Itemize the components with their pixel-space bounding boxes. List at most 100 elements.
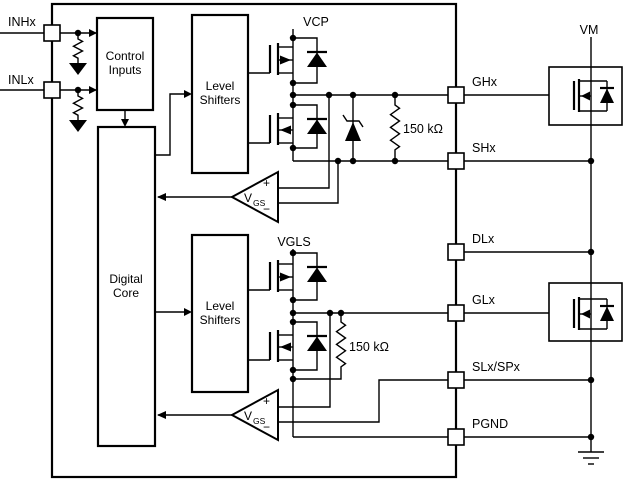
hs-vgs-comparator: [229, 170, 279, 224]
digital-core-label2: Core: [113, 286, 139, 300]
control-inputs-label1: Control: [106, 49, 145, 63]
junction-dot: [587, 248, 595, 256]
junction-dot: [289, 34, 297, 42]
inhx-label: INHx: [8, 15, 37, 29]
junction-dot: [391, 91, 399, 99]
level-shifters-high-block: Level Shifters: [190, 13, 250, 175]
ls-comparator-label: V: [244, 409, 252, 423]
core-to-ls-low-arrowhead: [184, 308, 192, 316]
junction-dot: [334, 157, 342, 165]
hs-zener-diode-icon: [345, 122, 361, 141]
junction-dot: [391, 157, 399, 165]
level-shifters-low-label2: Shifters: [200, 313, 241, 327]
ext-ls-fet-arrow-icon: [581, 309, 590, 319]
hs-resistor-value: 150 kΩ: [403, 122, 443, 136]
pin-dlx: [447, 243, 465, 261]
control-to-core-arrowhead: [121, 119, 129, 127]
slx-trace: [278, 379, 448, 423]
control-inputs-rect: [95, 16, 155, 112]
ls-vgs-comparator: [229, 388, 279, 442]
ext-hs-body-diode-icon: [600, 88, 614, 103]
junction-dot: [587, 157, 595, 165]
pin-inlx: [43, 81, 61, 99]
pin-inhx: [43, 24, 61, 42]
hs-zener-cathode-bar: [342, 114, 364, 128]
control-inputs-label2: Inputs: [109, 63, 142, 77]
junction-dot: [587, 376, 595, 384]
external-mosfet-ls: [572, 297, 614, 330]
level-shifters-high-label1: Level: [206, 79, 235, 93]
glx-label: GLx: [472, 293, 496, 307]
junction-dot: [74, 86, 82, 94]
vgls-label: VGLS: [277, 235, 310, 249]
junction-dot: [349, 91, 357, 99]
ls-resistor-value: 150 kΩ: [349, 340, 389, 354]
ls-comparator-output-arrowhead: [157, 411, 166, 419]
hs-comparator-label: V: [244, 191, 252, 205]
hs-comparator-output-arrowhead: [157, 193, 166, 201]
vcp-label: VCP: [303, 15, 329, 29]
junction-dot: [74, 29, 82, 37]
hs-top-fet-arrow-icon: [280, 55, 291, 65]
junction-dot: [289, 309, 297, 317]
level-shifters-low-label1: Level: [206, 299, 235, 313]
junction-dot: [349, 157, 357, 165]
inlx-ground-arrow-icon: [69, 120, 87, 132]
hs-gate-source-resistor: [389, 95, 401, 161]
inlx-label: INLx: [8, 73, 34, 87]
junction-dot: [289, 91, 297, 99]
earth-ground-icon: [578, 451, 604, 465]
pin-shx: [447, 152, 465, 170]
hs-comparator-plus-sign: +: [263, 176, 270, 190]
pin-slx: [447, 371, 465, 389]
ls-top-body-diode-icon: [307, 267, 327, 282]
pgnd-label: PGND: [472, 417, 508, 431]
junction-dot: [289, 296, 297, 304]
ls-bottom-body-diode-icon: [307, 336, 327, 351]
dlx-label: DLx: [472, 232, 495, 246]
hs-comparator-minus-sign: −: [263, 202, 270, 216]
ls-top-fet-arrow-icon: [280, 272, 291, 282]
junction-dot: [289, 79, 297, 87]
level-shifters-low-block: Level Shifters: [190, 233, 250, 394]
pin-glx: [447, 304, 465, 322]
shx-label: SHx: [472, 141, 496, 155]
junction-dot: [587, 433, 595, 441]
digital-core-label1: Digital: [109, 272, 142, 286]
pin-pgnd: [447, 428, 465, 446]
junction-dot: [289, 375, 297, 383]
junction-dot: [325, 91, 333, 99]
junction-dot: [337, 309, 345, 317]
high-side-driver: VCP 150 kΩ: [157, 15, 448, 224]
junction-dot: [289, 249, 297, 257]
hs-comparator-subscript: GS: [253, 198, 266, 208]
hs-comparator-plus-wire: [278, 95, 330, 189]
ls-comparator-plus-wire: [278, 313, 331, 408]
ext-ls-body-diode-icon: [600, 306, 614, 321]
input-section: INHx INLx: [0, 15, 97, 132]
inlx-pulldown-resistor: [72, 90, 84, 120]
slx-label: SLx/SPx: [472, 360, 521, 374]
block-interconnects: [121, 90, 192, 316]
digital-core-rect: [96, 125, 157, 448]
ls-bottom-fet-arrow-icon: [280, 342, 291, 352]
pin-ghx: [447, 86, 465, 104]
junction-dot: [289, 144, 297, 152]
level-shifters-high-label2: Shifters: [200, 93, 241, 107]
inhx-pulldown-resistor: [72, 33, 84, 63]
ls-comparator-subscript: GS: [253, 416, 266, 426]
inlx-arrowhead: [89, 86, 97, 94]
junction-dot: [289, 318, 297, 326]
ext-hs-fet-arrow-icon: [581, 91, 590, 101]
external-circuit: VM: [464, 23, 623, 465]
core-to-ls-high-wire: [155, 93, 190, 156]
right-pins: GHx SHx DLx GLx SLx/SPx PGND: [447, 75, 521, 446]
control-inputs-block: Control Inputs: [95, 16, 155, 112]
vm-label: VM: [580, 23, 599, 37]
external-mosfet-hs: [572, 79, 614, 112]
low-side-driver: VGLS 150 kΩ V GS + −: [157, 235, 448, 442]
ls-comparator-plus-sign: +: [263, 394, 270, 408]
junction-dot: [326, 309, 334, 317]
